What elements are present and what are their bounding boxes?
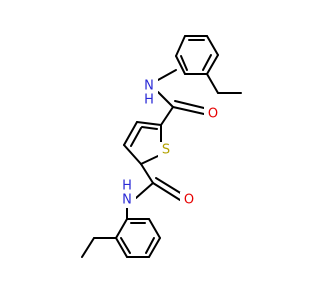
ring-top-bond-4 (206, 54, 219, 75)
n-top-to-carbonyl (157, 91, 174, 108)
atom-bg-s-ring (158, 142, 174, 158)
ring-bottom-bond-1 (115, 218, 128, 239)
thiophene-c3-c4 (123, 121, 138, 146)
thiophene-c5-s (140, 155, 159, 165)
thiophene-to-carbonyl-bottom (140, 163, 154, 184)
atom-label-n-bottom: N (122, 193, 132, 208)
carbonyl-bottom-to-o (152, 182, 181, 201)
molecule-canvas: N H O S N H O (81, 35, 242, 258)
n-top-to-ring (157, 69, 177, 81)
thiophene-c4-c5 (123, 144, 142, 165)
atom-bg-n-top (140, 78, 158, 94)
ring-bottom-bond-2 (115, 237, 128, 258)
atom-label-h-bottom: H (122, 179, 132, 194)
ring-top-bond-6 (175, 55, 186, 75)
ethyl-top-1 (206, 73, 219, 94)
atom-label-o-top: O (208, 107, 218, 122)
atom-bg-o-top (204, 106, 222, 122)
thiophene-double-1 (130, 127, 142, 147)
atom-label-layer: N H O S N H O (118, 78, 222, 208)
ring-bottom-double-1 (120, 237, 131, 254)
ring-top-bond-1 (175, 35, 186, 57)
thiophene-c2-c3 (136, 121, 162, 126)
ring-bottom-bond-5 (148, 218, 161, 239)
carbonyl-top-to-thiophene (160, 106, 174, 126)
bond-layer (81, 35, 242, 258)
atom-bg-n-bottom (118, 192, 136, 208)
ring-top-double-3 (180, 55, 188, 71)
atom-label-s-ring: S (162, 143, 170, 158)
thiophene-double-2 (141, 126, 158, 130)
ring-top-double-2 (202, 54, 212, 71)
ring-bottom-bond-4 (148, 237, 161, 258)
ring-top-bond-3 (206, 35, 219, 56)
carbonyl-top-to-o (172, 106, 205, 115)
atom-label-h-top: H (144, 93, 154, 108)
atom-bg-o-bottom (180, 192, 198, 208)
ethyl-bottom-2 (81, 237, 95, 258)
atom-label-o-bottom: O (184, 193, 194, 208)
carbonyl-top-double (174, 100, 205, 109)
molecule-structure: N H O S N H O (81, 35, 242, 258)
carbonyl-bottom-double (155, 177, 183, 195)
atom-label-n-top: N (144, 79, 154, 94)
ring-bottom-double-2 (145, 237, 155, 254)
carbonyl-bottom-to-n (135, 182, 154, 199)
